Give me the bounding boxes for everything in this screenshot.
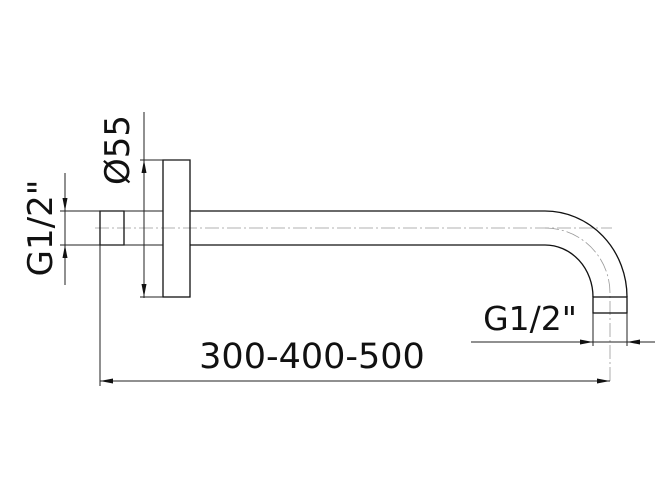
wall-plate xyxy=(162,159,191,298)
inlet-thread-label: G1/2" xyxy=(21,180,61,277)
outlet-fitting xyxy=(592,296,628,314)
length-dimension xyxy=(99,245,610,386)
length-label: 300-400-500 xyxy=(199,337,425,377)
bend-centerline xyxy=(544,227,611,384)
outlet-thread-label: G1/2" xyxy=(483,299,577,338)
pipe-outer-edge xyxy=(190,210,628,298)
plate-diameter-dimension xyxy=(140,112,190,298)
pipe-inner-edge xyxy=(190,244,594,298)
plate-diameter-label: Ø55 xyxy=(98,115,138,185)
outlet-thread-dimension xyxy=(471,313,655,346)
inlet-thread-dimension xyxy=(60,173,163,285)
